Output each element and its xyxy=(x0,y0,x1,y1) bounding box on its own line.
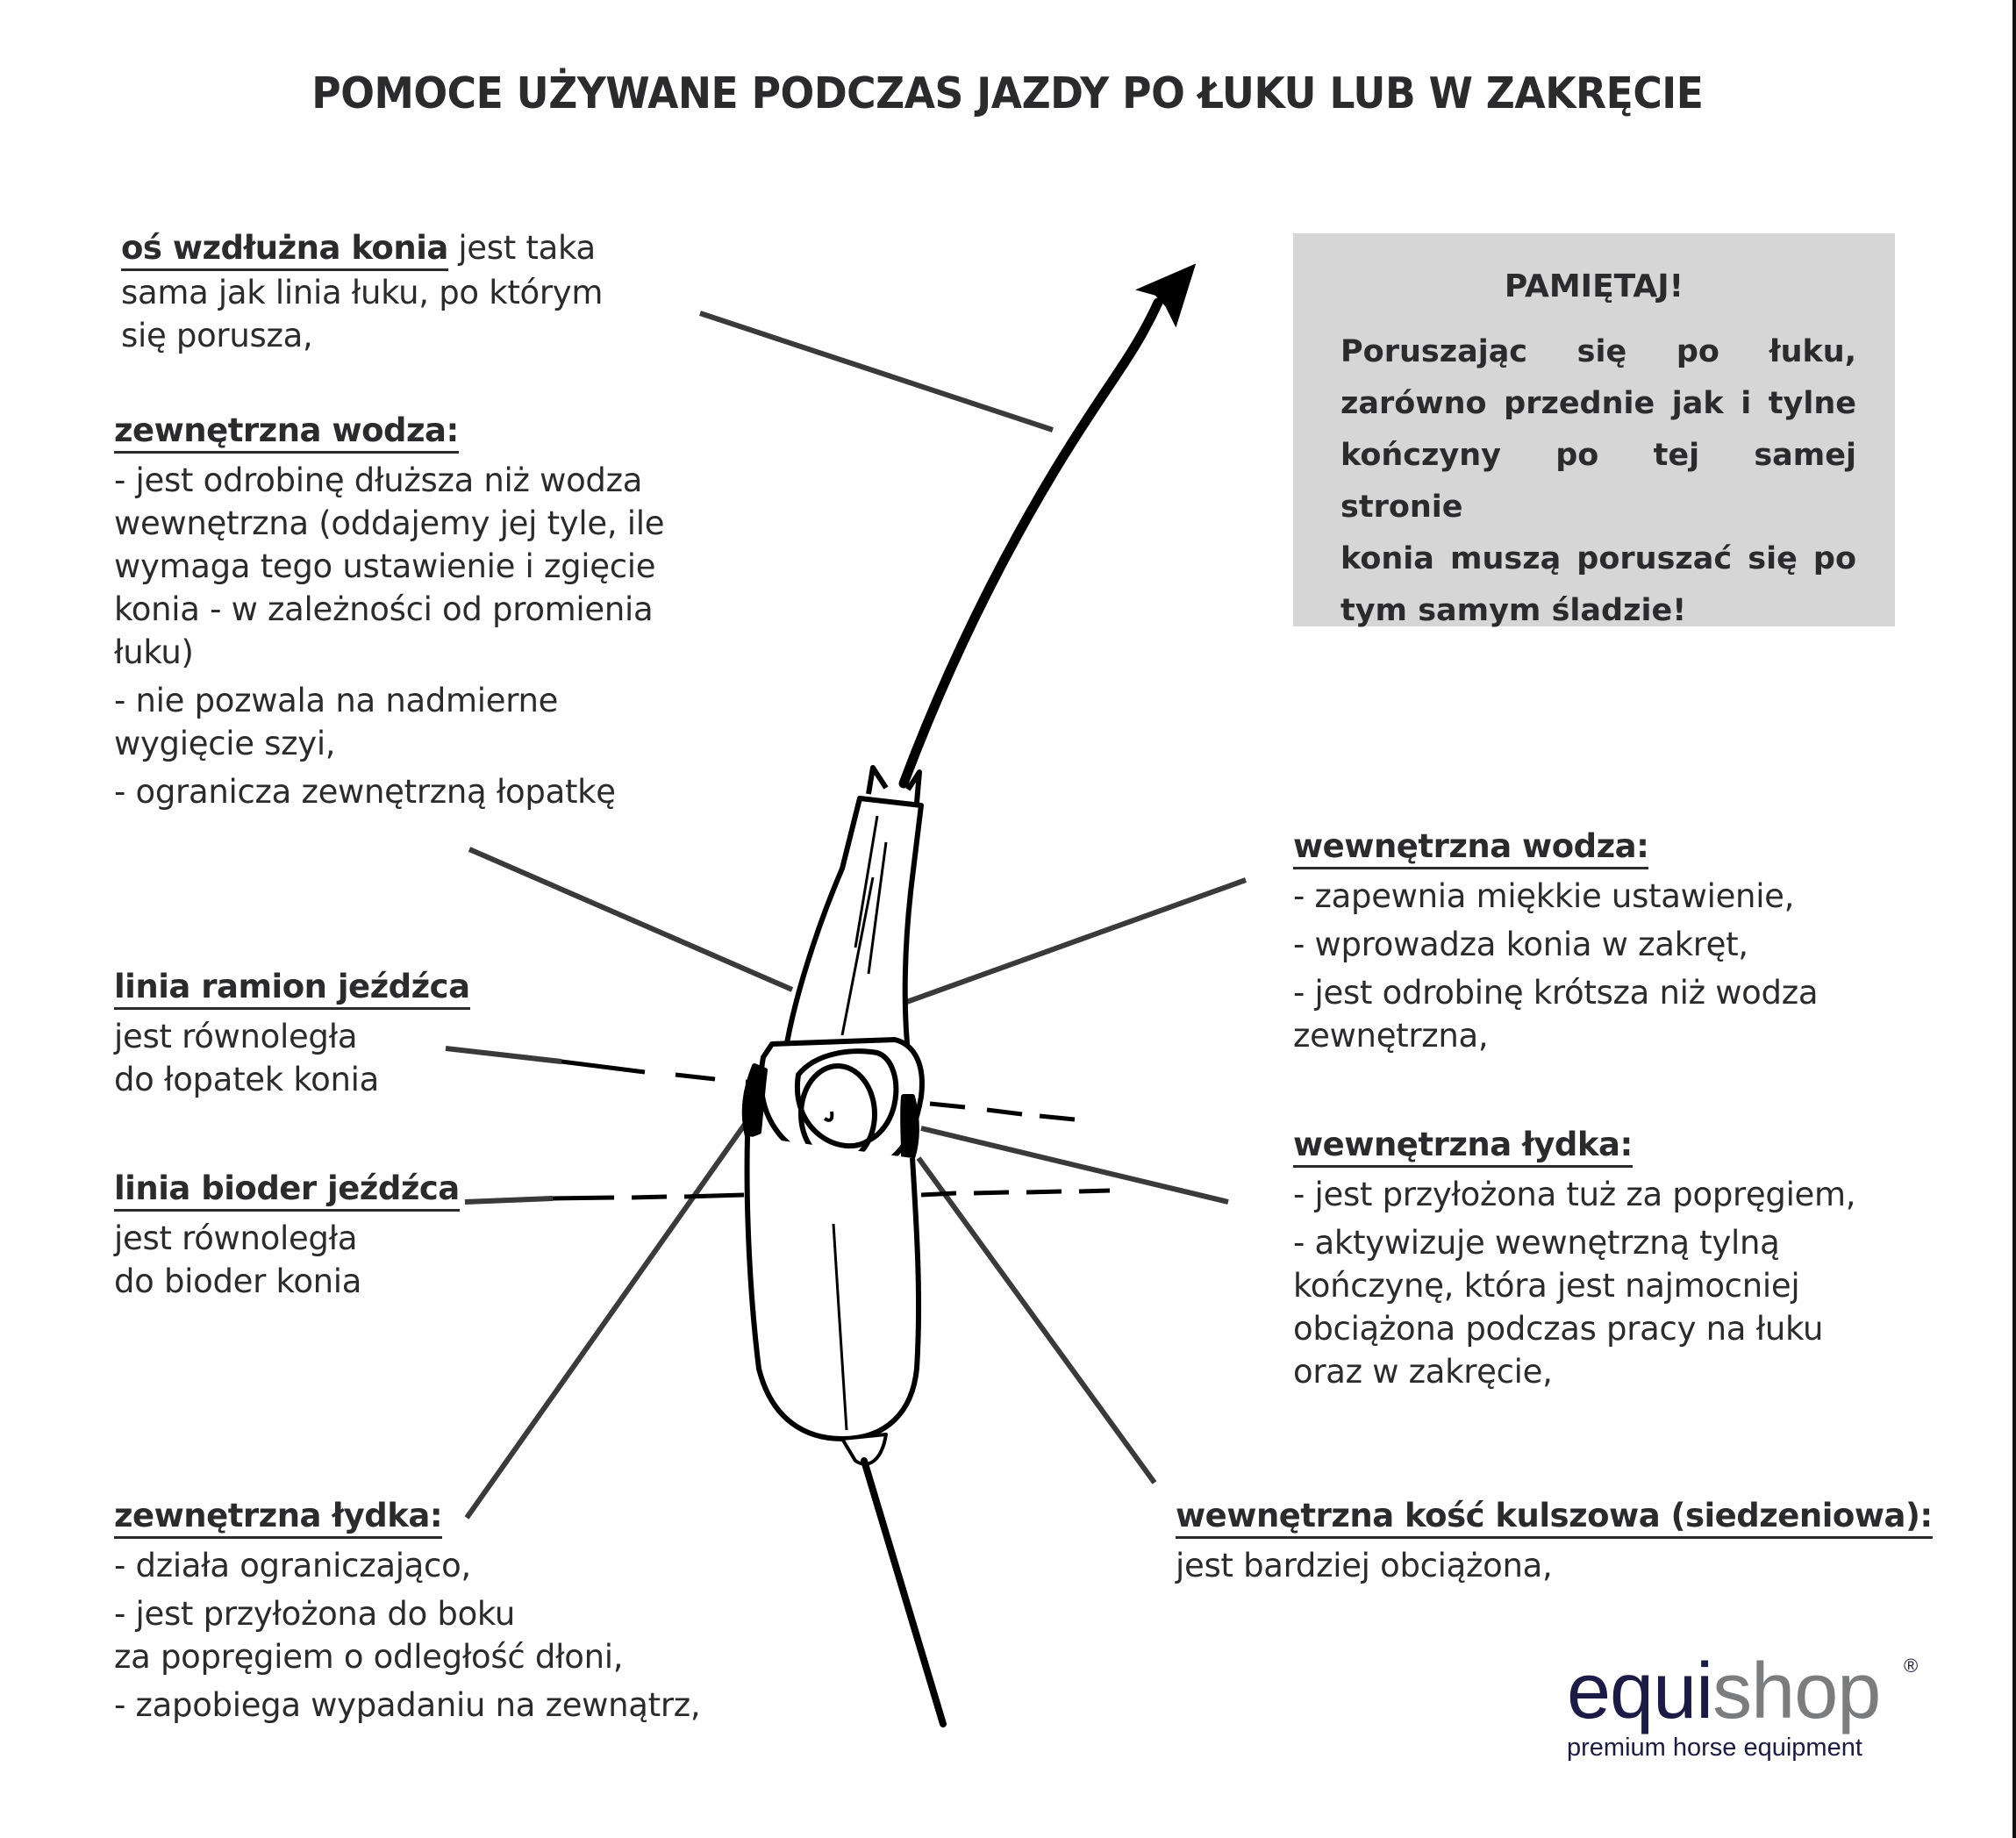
leader-inside-seat-bone xyxy=(916,1156,1157,1484)
heading-inside-rein: wewnętrzna wodza: xyxy=(1293,828,1649,869)
registered-mark-icon: ® xyxy=(1904,1655,1919,1677)
heading-longitudinal-axis: oś wzdłużna konia xyxy=(121,230,448,271)
heading-hip-line: linia bioder jeźdźca xyxy=(114,1170,460,1212)
leader-inside-leg xyxy=(920,1126,1229,1205)
leader-shoulder-line xyxy=(445,1046,562,1064)
leader-outside-rein xyxy=(468,847,794,992)
leader-outside-leg xyxy=(464,1121,748,1520)
tail-track-line xyxy=(861,1457,947,1727)
equishop-logo: equishop ® premium horse equipment xyxy=(1567,1649,1935,1763)
callout-title: PAMIĘTAJ! xyxy=(1504,268,1684,304)
heading-outside-leg: zewnętrzna łydka: xyxy=(114,1498,443,1539)
label-inside-rein: wewnętrzna wodza: - zapewnia miękkie ust… xyxy=(1293,827,1819,1055)
label-inside-leg: wewnętrzna łydka: - jest przyłożona tuż … xyxy=(1293,1126,1856,1391)
logo-tagline: premium horse equipment xyxy=(1567,1734,1862,1762)
label-hip-line: linia bioder jeźdźca jest równoległa do … xyxy=(114,1169,460,1300)
remember-callout-box: PAMIĘTAJ! Poruszając się po łuku, zarówn… xyxy=(1293,233,1895,628)
page-title: POMOCE UŻYWANE PODCZAS JAZDY PO ŁUKU LUB… xyxy=(311,68,1704,118)
heading-inside-seat-bone: wewnętrzna kość kulszowa (siedzeniowa): xyxy=(1176,1498,1933,1539)
horse-outline xyxy=(741,765,925,1466)
label-inside-seat-bone: wewnętrzna kość kulszowa (siedzeniowa): … xyxy=(1176,1497,1933,1584)
label-shoulder-line: linia ramion jeźdźca jest równoległa do … xyxy=(114,968,470,1098)
hip-dashed-line xyxy=(552,1188,1111,1201)
label-outside-leg: zewnętrzna łydka: - działa ograniczająco… xyxy=(114,1497,701,1724)
arc-arrow xyxy=(898,263,1197,789)
leader-lines xyxy=(445,311,1247,1520)
leader-longitudinal-axis xyxy=(699,311,1054,433)
label-longitudinal-axis: oś wzdłużna konia jest taka sama jak lin… xyxy=(121,229,604,354)
logo-wordmark: equishop xyxy=(1567,1648,1881,1735)
heading-shoulder-line: linia ramion jeźdźca xyxy=(114,969,470,1010)
heading-inside-leg: wewnętrzna łydka: xyxy=(1293,1126,1633,1168)
leader-inside-rein xyxy=(890,877,1247,1010)
leader-hip-line xyxy=(464,1196,554,1205)
label-outside-rein: zewnętrzna wodza: - jest odrobinę dłuższ… xyxy=(114,411,665,811)
heading-outside-rein: zewnętrzna wodza: xyxy=(114,412,459,454)
callout-body: Poruszając się po łuku, zarówno przednie… xyxy=(1340,334,1856,628)
